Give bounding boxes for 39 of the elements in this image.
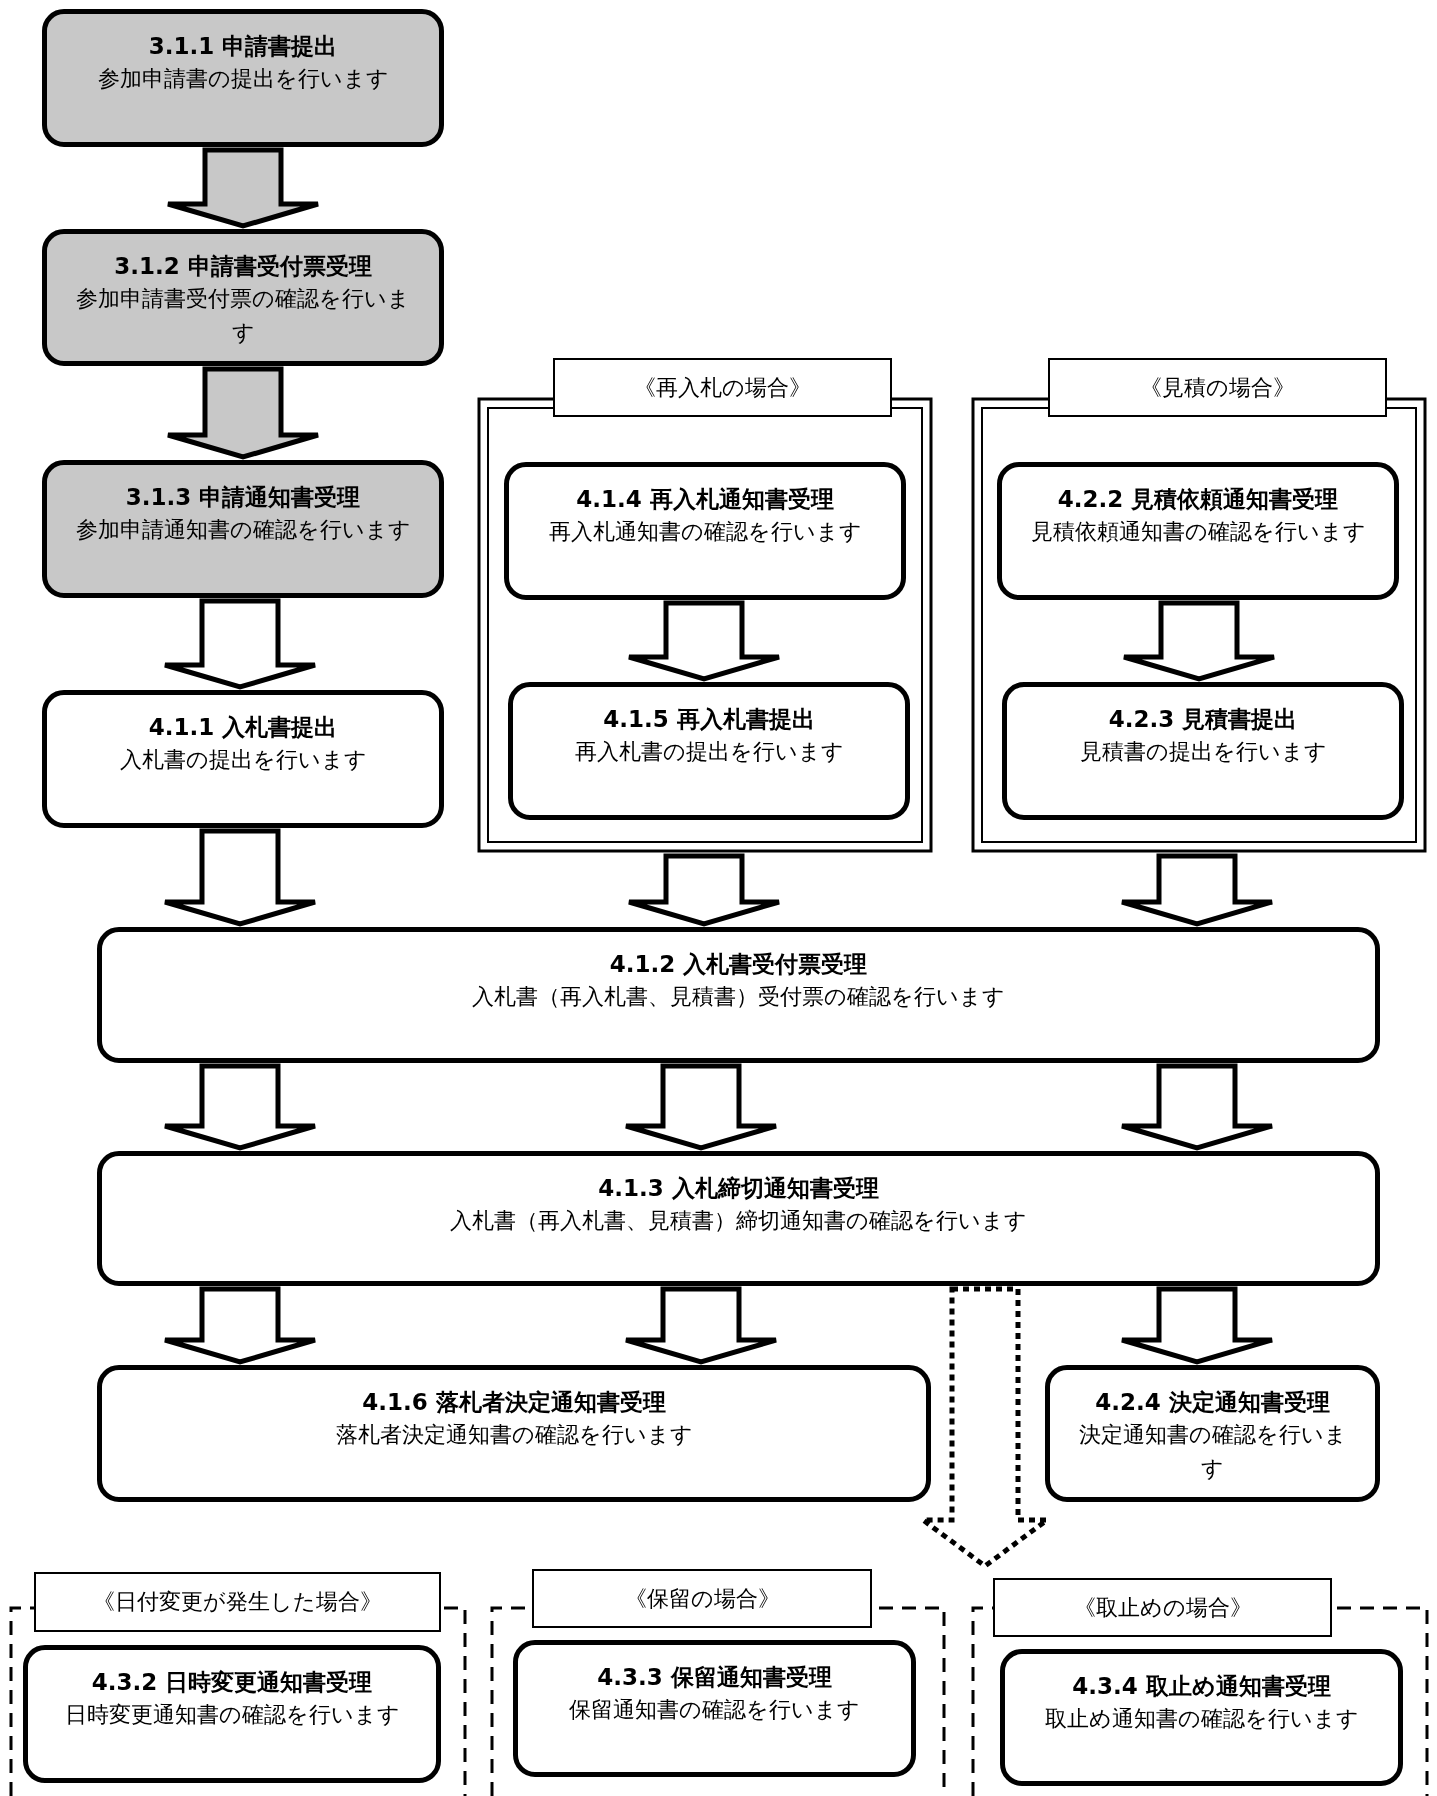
block-arrow — [1119, 1286, 1275, 1365]
block-arrow — [1121, 600, 1277, 682]
block-arrow — [162, 598, 318, 690]
process-box: 4.2.2 見積依頼通知書受理 見積依頼通知書の確認を行います — [997, 462, 1399, 600]
process-box: 4.2.3 見積書提出 見積書の提出を行います — [1002, 682, 1404, 820]
process-box: 3.1.1 申請書提出 参加申請書の提出を行います — [42, 9, 444, 147]
process-box: 4.1.5 再入札書提出 再入札書の提出を行います — [508, 682, 910, 820]
block-arrow — [1119, 1063, 1275, 1151]
process-box: 4.3.3 保留通知書受理 保留通知書の確認を行います — [513, 1640, 916, 1777]
block-arrow — [623, 1286, 779, 1365]
process-box: 4.1.3 入札締切通知書受理 入札書（再入札書、見積書）締切通知書の確認を行います — [97, 1151, 1380, 1286]
process-box: 4.1.1 入札書提出 入札書の提出を行います — [42, 690, 444, 828]
process-box: 3.1.3 申請通知書受理 参加申請通知書の確認を行います — [42, 460, 444, 598]
group-heading: 《見積の場合》 — [1048, 358, 1387, 417]
process-box: 3.1.2 申請書受付票受理 参加申請書受付票の確認を行います — [42, 229, 444, 366]
block-arrow — [623, 1063, 779, 1151]
block-arrow — [165, 366, 321, 460]
group-frame — [971, 358, 1427, 853]
process-box: 4.3.4 取止め通知書受理 取止め通知書の確認を行います — [1000, 1649, 1403, 1786]
group-heading: 《保留の場合》 — [532, 1569, 872, 1628]
block-arrow — [165, 147, 321, 229]
process-box: 4.2.4 決定通知書受理 決定通知書の確認を行います — [1045, 1365, 1380, 1502]
process-box: 4.1.4 再入札通知書受理 再入札通知書の確認を行います — [504, 462, 906, 600]
block-arrow — [626, 600, 782, 682]
process-box: 4.1.6 落札者決定通知書受理 落札者決定通知書の確認を行います — [97, 1365, 931, 1502]
group-frame — [477, 358, 933, 853]
block-arrow — [162, 1063, 318, 1151]
block-arrow — [162, 828, 318, 927]
block-arrow — [626, 853, 782, 927]
process-box: 4.3.2 日時変更通知書受理 日時変更通知書の確認を行います — [23, 1645, 441, 1783]
group-heading: 《再入札の場合》 — [553, 358, 892, 417]
block-arrow — [1119, 853, 1275, 927]
group-heading: 《日付変更が発生した場合》 — [34, 1572, 441, 1632]
group-heading: 《取止めの場合》 — [993, 1578, 1332, 1637]
block-arrow — [162, 1286, 318, 1365]
process-box: 4.1.2 入札書受付票受理 入札書（再入札書、見積書）受付票の確認を行います — [97, 927, 1380, 1063]
group-frame — [490, 1569, 946, 1796]
group-frame — [971, 1578, 1429, 1796]
group-frame — [9, 1572, 467, 1796]
